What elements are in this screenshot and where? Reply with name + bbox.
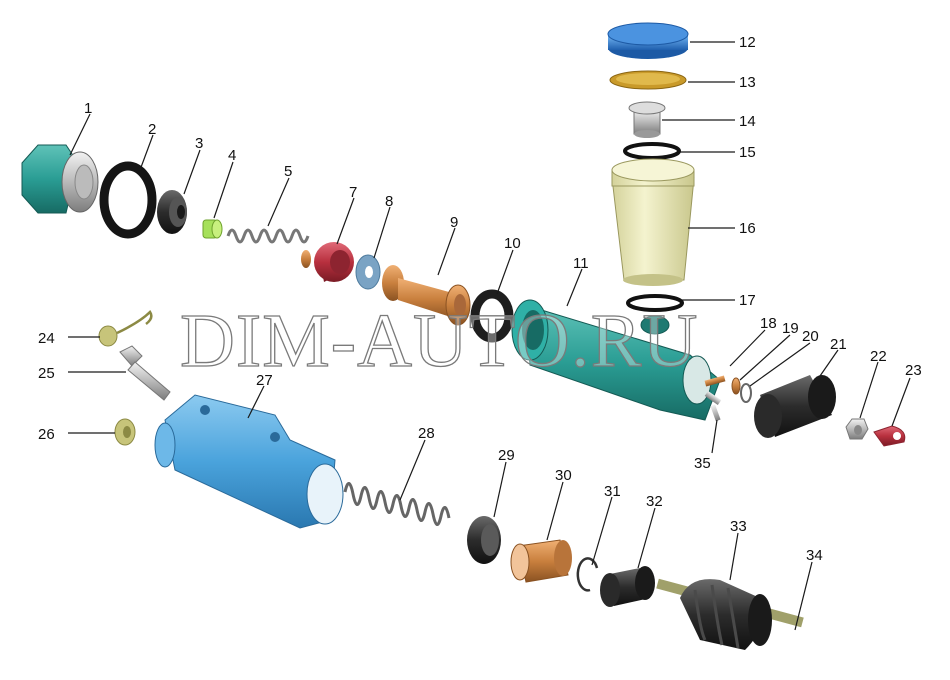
part-15-o-ring [623,142,681,160]
callout-13: 13 [739,74,756,91]
part-26-nut [114,418,136,446]
part-27-slave-cylinder-body [154,394,344,529]
part-17-o-ring [626,294,684,312]
callout-4: 4 [228,147,236,164]
callout-labels: 1 2 3 4 5 7 8 9 10 11 12 13 14 15 16 17 … [38,34,922,564]
part-13-filter-mesh [609,70,687,90]
callout-33: 33 [730,518,747,535]
callout-9: 9 [450,214,458,231]
callout-14: 14 [739,113,756,130]
part-31-retaining-ring [576,557,599,592]
part-1-hex-nut [21,144,99,214]
callout-31: 31 [604,483,621,500]
part-19-washer [731,377,741,395]
part-35-pin [710,404,721,422]
callout-24: 24 [38,330,55,347]
callout-21: 21 [830,336,847,353]
callout-19: 19 [782,320,799,337]
callout-17: 17 [739,292,756,309]
part-33-boot [680,579,772,650]
callout-26: 26 [38,426,55,443]
callout-27: 27 [256,372,273,389]
leader-lines [68,41,911,631]
part-10-seal-ring [470,289,514,343]
callout-30: 30 [555,467,572,484]
part-3-seal [157,190,187,234]
part-20-ring [740,383,752,403]
part-2-gasket-ring [99,161,157,239]
callout-29: 29 [498,447,515,464]
part-18-pin [704,375,726,387]
callout-12: 12 [739,34,756,51]
callout-16: 16 [739,220,756,237]
callout-28: 28 [418,425,435,442]
callout-7: 7 [349,184,357,201]
part-22-nut [845,418,869,440]
part-21-boot [754,375,836,438]
part-5-spring [226,228,310,244]
callout-18: 18 [760,315,777,332]
callout-32: 32 [646,493,663,510]
part-29-seal [467,516,501,564]
watermark-text: DIM-AUTO.RU [180,299,698,383]
part-9-piston [382,265,471,326]
part-7-valve [301,242,354,282]
callout-25: 25 [38,365,55,382]
callout-8: 8 [385,193,393,210]
part-28-spring [343,482,451,526]
part-25-bleeder-valve [119,345,171,401]
callout-20: 20 [802,328,819,345]
part-4-bushing [202,219,223,239]
part-12-reservoir-cap [607,22,689,59]
callout-2: 2 [148,121,156,138]
callout-1: 1 [84,100,92,117]
callout-3: 3 [195,135,203,152]
part-11-master-cylinder-body [511,299,722,421]
part-32-seal [600,566,655,607]
part-16-reservoir [611,158,695,286]
part-30-piston [510,539,572,583]
callout-10: 10 [504,235,521,252]
callout-23: 23 [905,362,922,379]
part-24-bleeder-cap [98,310,153,347]
part-14-fitting [628,101,666,138]
part-8-washer [355,254,381,290]
callout-5: 5 [284,163,292,180]
callout-35: 35 [694,455,711,472]
callout-34: 34 [806,547,823,564]
callout-15: 15 [739,144,756,161]
callout-11: 11 [573,255,589,272]
callout-22: 22 [870,348,887,365]
part-23-terminal-ring [873,425,906,447]
